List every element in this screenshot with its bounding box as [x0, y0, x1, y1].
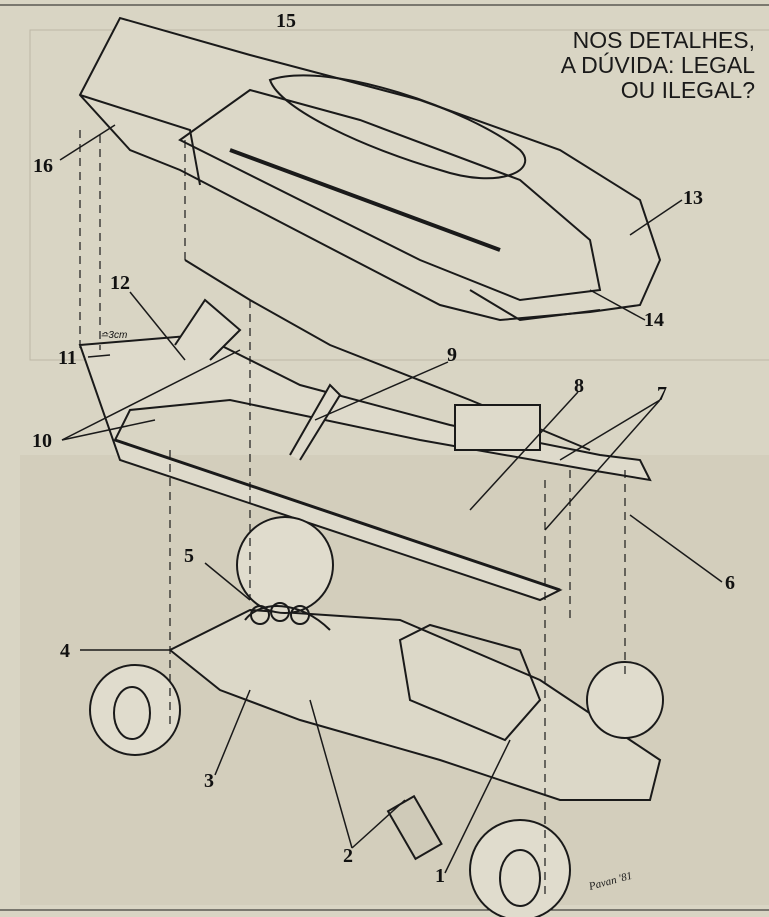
headline-line-3: OU ILEGAL? — [620, 77, 755, 103]
callout-9: 9 — [447, 344, 457, 366]
callout-16: 16 — [33, 155, 53, 177]
callout-12: 12 — [110, 272, 130, 294]
callout-5: 5 — [184, 545, 194, 567]
side-plate — [78, 259, 652, 602]
headline: NOS DETALHES, A DÚVIDA: LEGAL OU ILEGAL? — [561, 28, 755, 103]
headline-line-1: NOS DETALHES, — [572, 27, 755, 53]
dimension-note: ≏3cm — [100, 330, 128, 341]
callout-1: 1 — [435, 865, 445, 887]
callout-14: 14 — [644, 309, 664, 331]
callout-13: 13 — [683, 187, 703, 209]
headline-line-2: A DÚVIDA: LEGAL — [560, 52, 755, 78]
callout-8: 8 — [574, 375, 584, 397]
callout-11: 11 — [58, 347, 77, 369]
callout-4: 4 — [60, 640, 70, 662]
leader-lines — [59, 124, 723, 874]
engine-cover — [78, 16, 662, 322]
callout-10: 10 — [32, 430, 52, 452]
callout-6: 6 — [725, 572, 735, 594]
callout-7: 7 — [657, 383, 667, 405]
callout-3: 3 — [204, 770, 214, 792]
callout-15: 15 — [276, 10, 296, 32]
callout-2: 2 — [343, 845, 353, 867]
projection-lines — [79, 130, 626, 900]
